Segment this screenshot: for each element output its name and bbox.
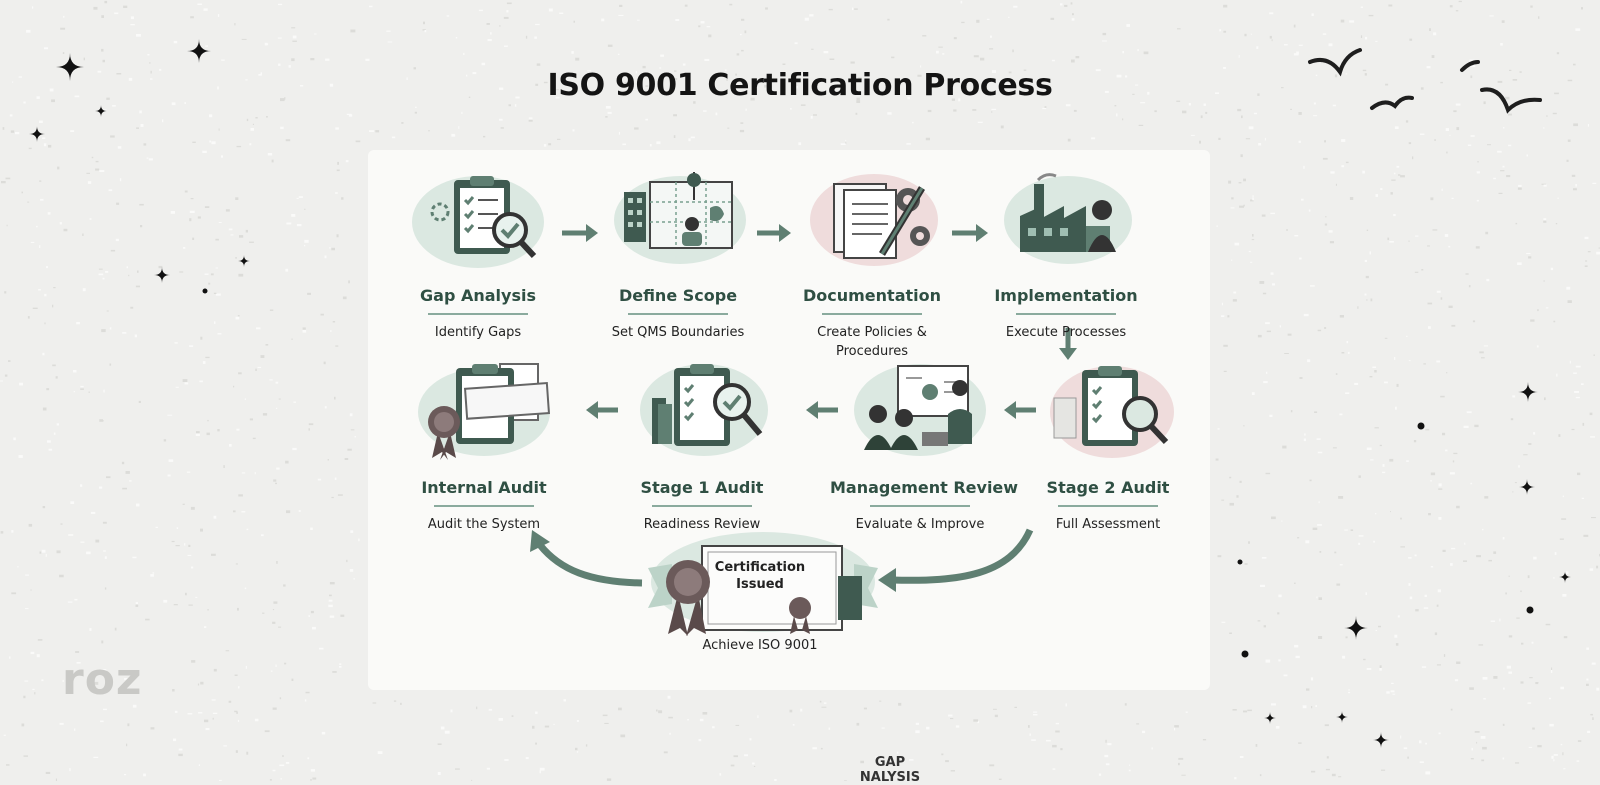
clipboard-magnifier-icon bbox=[634, 358, 770, 462]
step-stage-1-audit: Stage 1 Audit Readiness Review bbox=[612, 358, 792, 548]
step-title: Gap Analysis bbox=[388, 286, 568, 305]
step-subtitle: Set QMS Boundaries bbox=[588, 323, 768, 342]
step-title: Management Review bbox=[830, 478, 1010, 497]
divider bbox=[822, 313, 922, 315]
step-stage-2-audit: Stage 2 Audit Full Assessment bbox=[1018, 358, 1198, 548]
certification-subtitle: Achieve ISO 9001 bbox=[680, 638, 840, 653]
step-title: Stage 2 Audit bbox=[1018, 478, 1198, 497]
step-title: Implementation bbox=[976, 286, 1156, 305]
divider bbox=[434, 505, 534, 507]
step-subtitle: Identify Gaps bbox=[388, 323, 568, 342]
roz-logo: roz bbox=[62, 654, 143, 705]
step-management-review: Management Review Evaluate & Improve bbox=[830, 358, 1010, 548]
divider bbox=[628, 313, 728, 315]
step-internal-audit: GAP NALYSIS Internal Audit Audit the Sys… bbox=[394, 358, 574, 548]
clipboard-magnifier-icon bbox=[410, 166, 546, 270]
divider bbox=[1016, 313, 1116, 315]
gap-analysis-seal-icon bbox=[416, 358, 552, 462]
step-subtitle: Execute Processes bbox=[976, 323, 1156, 342]
meeting-presentation-icon bbox=[852, 358, 988, 462]
step-title: Define Scope bbox=[588, 286, 768, 305]
documents-gears-icon bbox=[804, 166, 940, 270]
step-define-scope: Define Scope Set QMS Boundaries bbox=[588, 166, 768, 356]
certification-label: Certification Issued bbox=[690, 559, 830, 593]
step-documentation: Documentation Create Policies & Procedur… bbox=[782, 166, 962, 356]
step-title: Documentation bbox=[782, 286, 962, 305]
step-title: Stage 1 Audit bbox=[612, 478, 792, 497]
divider bbox=[428, 313, 528, 315]
map-scope-icon bbox=[610, 166, 746, 270]
step-subtitle: Full Assessment bbox=[1018, 515, 1198, 534]
step-implementation: Implementation Execute Processes bbox=[976, 166, 1156, 356]
step-subtitle: Audit the System bbox=[394, 515, 574, 534]
divider bbox=[1058, 505, 1158, 507]
factory-icon bbox=[998, 166, 1134, 270]
step-gap-analysis: Gap Analysis Identify Gaps bbox=[388, 166, 568, 356]
divider bbox=[652, 505, 752, 507]
step-title: Internal Audit bbox=[394, 478, 574, 497]
step-subtitle: Create Policies & Procedures bbox=[782, 323, 962, 361]
clipboard-magnifier-icon bbox=[1040, 358, 1176, 462]
divider bbox=[870, 505, 970, 507]
